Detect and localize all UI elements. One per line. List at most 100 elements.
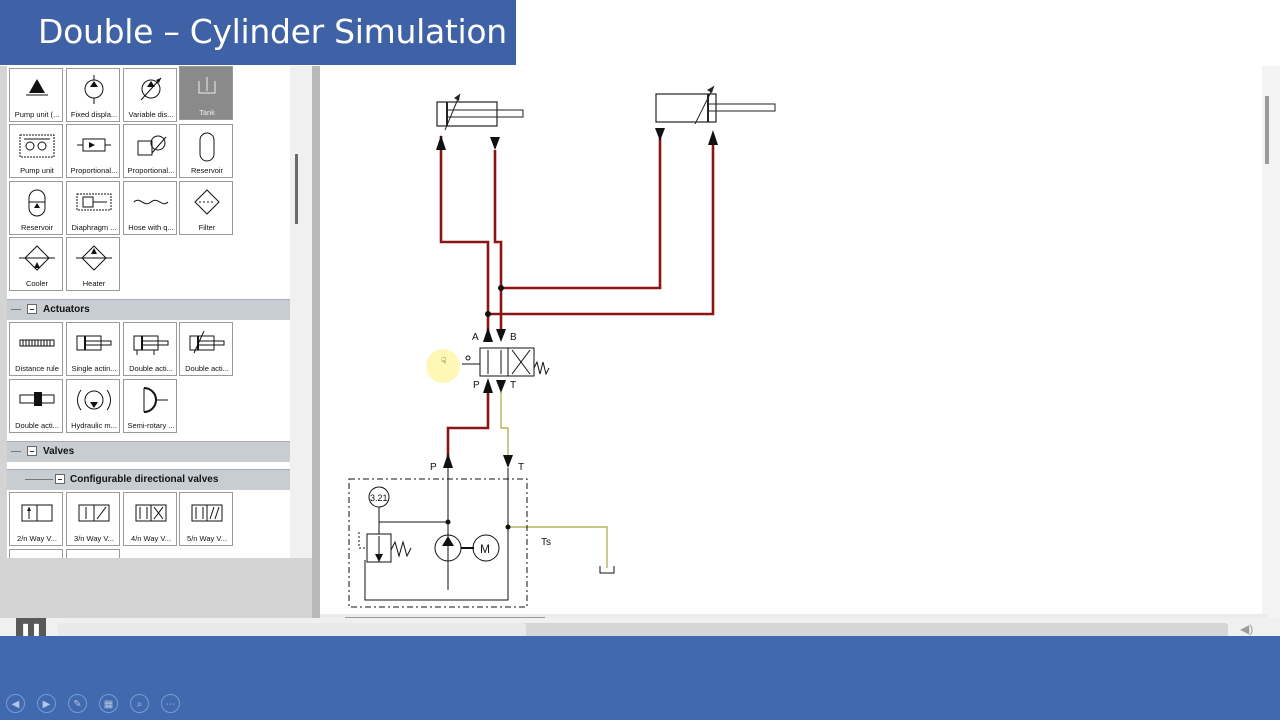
hose-icon xyxy=(133,199,169,205)
tile-label: Double acti... xyxy=(15,421,59,430)
port-t-label: T xyxy=(510,380,516,391)
fixed-displacement-pump-icon xyxy=(84,75,104,104)
collapse-icon[interactable] xyxy=(27,446,37,456)
collapse-icon[interactable] xyxy=(27,304,37,314)
directional-valve-4-3[interactable] xyxy=(462,347,550,377)
filter-icon xyxy=(194,189,220,215)
reservoir-2-icon xyxy=(28,189,46,217)
flow-arrows xyxy=(436,128,718,468)
next-slide-icon[interactable]: ▶ xyxy=(37,694,56,713)
pause-icon: ❚❚ xyxy=(20,622,42,637)
tank-icon xyxy=(198,77,216,94)
hand-cursor-icon: ☟ xyxy=(441,356,446,366)
library-item-double-acting-cylinder-2[interactable]: Double acti... xyxy=(179,322,233,376)
library-item-single-acting-cylinder[interactable]: Single actin... xyxy=(66,322,120,376)
slide-title-bar: Double – Cylinder Simulation xyxy=(0,0,516,65)
library-item-distance-rule[interactable]: Distance rule xyxy=(9,322,63,376)
tile-label: Proportional... xyxy=(127,166,175,175)
slides-grid-icon[interactable]: ▦ xyxy=(99,694,118,713)
library-item-pump-unit-detailed[interactable]: Pump unit xyxy=(9,124,63,178)
power-unit[interactable] xyxy=(348,468,528,608)
tile-label: 5/n Way V... xyxy=(187,534,227,543)
library-item-hose[interactable]: Hose with q... xyxy=(123,181,177,235)
collapse-icon[interactable] xyxy=(55,474,65,484)
pressure-lines xyxy=(439,136,715,462)
proportional-valve-icon xyxy=(77,138,111,152)
library-item-4-way-valve[interactable]: 4/n Way V... xyxy=(123,492,177,546)
tile-label: Semi-rotary ... xyxy=(127,421,175,430)
library-item-heater[interactable]: Heater xyxy=(66,237,120,291)
cooler-icon xyxy=(19,245,55,271)
tile-label: Variable dis... xyxy=(128,110,174,119)
cylinder-left[interactable] xyxy=(436,93,524,131)
library-item-5-way-valve[interactable]: 5/n Way V... xyxy=(179,492,233,546)
volume-icon[interactable]: ◀) xyxy=(1240,622,1254,636)
library-item-tank[interactable]: Tank xyxy=(179,66,233,120)
cylinder-right[interactable] xyxy=(655,85,776,125)
tile-label: 4/n Way V... xyxy=(131,534,171,543)
semi-rotary-actuator-icon xyxy=(143,387,168,413)
slide-title: Double – Cylinder Simulation xyxy=(38,12,507,51)
library-item-partial[interactable] xyxy=(66,549,120,558)
more-options-icon[interactable]: ⋯ xyxy=(161,694,180,713)
port-a-label: A xyxy=(472,332,479,343)
canvas-vertical-scrollbar-thumb[interactable] xyxy=(1265,96,1269,164)
drawing-canvas[interactable] xyxy=(320,66,1268,622)
category-label: Valves xyxy=(43,446,75,457)
category-valves[interactable]: Valves xyxy=(7,441,290,462)
library-item-double-acting-cylinder[interactable]: Double acti... xyxy=(123,322,177,376)
motor-label: M xyxy=(480,542,490,556)
library-item-3-way-valve[interactable]: 3/n Way V... xyxy=(66,492,120,546)
double-acting-cylinder-3-icon xyxy=(19,392,55,406)
library-scrollbar[interactable] xyxy=(290,66,312,558)
pen-icon[interactable]: ✎ xyxy=(68,694,87,713)
library-item-variable-displacement-pump[interactable]: Variable dis... xyxy=(123,68,177,122)
pump-unit-detailed-icon xyxy=(19,134,55,158)
library-item-diaphragm-accumulator[interactable]: Diaphragm ... xyxy=(66,181,120,235)
tile-label: Cooler xyxy=(25,279,49,288)
library-item-pump-unit[interactable]: Pump unit (... xyxy=(9,68,63,122)
tile-label: Pump unit (... xyxy=(14,110,60,119)
library-item-reservoir-2[interactable]: Reservoir xyxy=(9,181,63,235)
library-item-proportional-pressure-valve[interactable]: Proportional... xyxy=(123,124,177,178)
library-item-filter[interactable]: Filter xyxy=(179,181,233,235)
seek-bar-progress xyxy=(58,623,526,637)
tank-return-line xyxy=(500,392,509,460)
category-configurable-directional-valves[interactable]: Configurable directional valves xyxy=(7,469,290,490)
tile-label: Double acti... xyxy=(185,364,229,373)
tank-label: Ts xyxy=(541,537,551,548)
tile-label: 3/n Way V... xyxy=(74,534,114,543)
library-item-cooler[interactable]: Cooler xyxy=(9,237,63,291)
previous-slide-icon[interactable]: ◀ xyxy=(6,694,25,713)
supply-t-label: T xyxy=(518,462,524,473)
library-list: Pump unit (... Fixed displa... Variable … xyxy=(7,66,290,558)
component-library: Pump unit (... Fixed displa... Variable … xyxy=(0,66,320,622)
port-b-label: B xyxy=(510,332,517,343)
hydraulic-circuit-diagram: ☟ A B P T 3.21 M P T Ts xyxy=(348,85,776,608)
tile-label: Hose with q... xyxy=(128,223,174,232)
4-way-valve-icon xyxy=(135,504,167,522)
library-item-2-way-valve[interactable]: 2/n Way V... xyxy=(9,492,63,546)
library-item-reservoir[interactable]: Reservoir xyxy=(179,124,233,178)
library-item-semi-rotary-actuator[interactable]: Semi-rotary ... xyxy=(123,379,177,433)
library-item-fixed-displacement-pump[interactable]: Fixed displa... xyxy=(66,68,120,122)
tile-label: Heater xyxy=(82,279,106,288)
double-acting-cylinder-icon xyxy=(133,335,169,355)
library-item-hydraulic-motor[interactable]: Hydraulic m... xyxy=(66,379,120,433)
diaphragm-accumulator-icon xyxy=(76,193,112,211)
cursor-highlight xyxy=(426,349,460,383)
5-way-valve-icon xyxy=(191,504,223,522)
zoom-icon[interactable]: ⌕ xyxy=(130,694,149,713)
canvas-vertical-scrollbar[interactable] xyxy=(1262,66,1280,622)
library-item-proportional-valve[interactable]: Proportional... xyxy=(66,124,120,178)
tile-label: Reservoir xyxy=(190,166,224,175)
panel-divider[interactable] xyxy=(312,66,320,622)
library-scrollbar-thumb[interactable] xyxy=(295,154,298,224)
tree-line xyxy=(11,451,21,452)
tile-label: Double acti... xyxy=(129,364,173,373)
category-actuators[interactable]: Actuators xyxy=(7,299,290,320)
library-item-partial[interactable] xyxy=(9,549,63,558)
library-item-double-acting-cylinder-3[interactable]: Double acti... xyxy=(9,379,63,433)
single-acting-cylinder-icon xyxy=(76,335,112,351)
tile-label: Hydraulic m... xyxy=(71,421,117,430)
